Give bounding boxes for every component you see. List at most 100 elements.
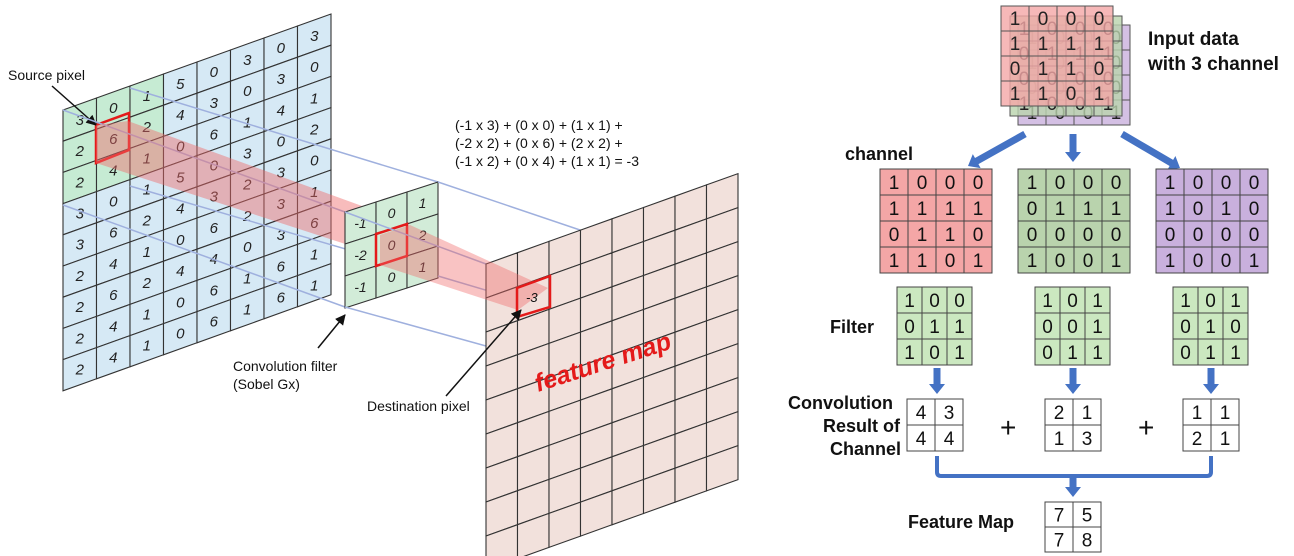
feature-map-grid <box>485 172 739 556</box>
result-2-value: 3 <box>1082 429 1093 450</box>
plus-sign-1: + <box>1000 412 1016 443</box>
filter-label-arrow <box>317 314 346 349</box>
source-value: 2 <box>75 361 85 378</box>
channel-3-cell <box>1155 168 1185 196</box>
filter-3-value: 0 <box>1180 317 1191 338</box>
source-value: 0 <box>243 239 252 256</box>
feature-map-result-cell <box>1072 526 1102 553</box>
result-1-value: 3 <box>944 403 955 424</box>
feature-map-cell <box>705 444 739 492</box>
filter-1-value: 0 <box>954 291 965 312</box>
feature-map-result-cell <box>1044 526 1074 553</box>
channel-3-value: 0 <box>1165 225 1176 246</box>
channel-3-cell <box>1239 168 1269 196</box>
source-value: 0 <box>210 64 219 81</box>
source-value: 6 <box>109 225 118 242</box>
source-value: 4 <box>176 107 184 124</box>
channel-2-value: 0 <box>1083 225 1094 246</box>
filter-2-cell <box>1084 338 1111 366</box>
channel-3-value: 1 <box>1165 251 1176 272</box>
channel-1-cell <box>879 246 909 274</box>
source-value: 1 <box>243 301 251 318</box>
channel-2-value: 0 <box>1055 173 1066 194</box>
channel-3-cell <box>1239 246 1269 274</box>
source-value: 0 <box>176 232 185 249</box>
result-2-value: 2 <box>1054 403 1065 424</box>
destination-pixel-label: Destination pixel <box>367 398 470 414</box>
arrow-to-result-2 <box>1065 368 1081 394</box>
source-value: 3 <box>76 205 85 222</box>
source-value: 4 <box>176 263 184 280</box>
feature-map-label: Feature Map <box>908 512 1014 532</box>
channel-1-cell <box>935 246 965 274</box>
source-pixel-label: Source pixel <box>8 67 85 83</box>
channel-2-cell <box>1101 168 1131 196</box>
channel-1-value: 0 <box>945 251 956 272</box>
result-bracket <box>935 456 1213 478</box>
filter-3-cell <box>1222 338 1249 366</box>
source-value: 4 <box>176 201 184 218</box>
source-value: 3 <box>243 145 252 162</box>
filter-value: 1 <box>419 195 427 211</box>
source-value: 0 <box>277 133 286 150</box>
channel-3-value: 1 <box>1249 251 1260 272</box>
source-value: 4 <box>109 256 117 273</box>
equation-line-2: (-2 x 2) + (0 x 6) + (2 x 2) + <box>455 135 623 151</box>
source-value: 1 <box>310 90 318 107</box>
channel-1-value: 1 <box>889 251 900 272</box>
source-value: 2 <box>309 121 319 138</box>
channel-1-cell <box>879 168 909 196</box>
source-cell <box>296 262 332 308</box>
result-3-cell <box>1210 424 1240 452</box>
input-stack-value: 1 <box>1010 9 1021 30</box>
channel-1-cell <box>907 246 937 274</box>
filter-1-value: 1 <box>954 317 965 338</box>
channel-2-cell <box>1045 168 1075 196</box>
filter-2-cell <box>1084 312 1111 340</box>
input-stack-cell <box>1084 5 1114 32</box>
channel-1-cell <box>963 246 993 274</box>
input-stack-cell <box>1000 55 1030 82</box>
plus-sign-2: + <box>1138 412 1154 443</box>
channel-3-cell <box>1183 194 1213 222</box>
channel-3-value: 1 <box>1165 199 1176 220</box>
source-value: 2 <box>75 143 85 160</box>
filter-value: 1 <box>419 259 427 275</box>
arrow-to-channel-3 <box>1120 130 1180 170</box>
result-2-value: 1 <box>1082 403 1093 424</box>
filter-1-value: 0 <box>929 291 940 312</box>
filter-3-value: 1 <box>1180 291 1191 312</box>
result-3-value: 1 <box>1220 403 1231 424</box>
source-value: 4 <box>277 102 285 119</box>
input-data-title-2: with 3 channel <box>1147 54 1279 75</box>
channel-3-value: 0 <box>1249 225 1260 246</box>
input-stack-value: 0 <box>1094 9 1105 30</box>
input-stack-value: 1 <box>1010 34 1021 55</box>
channel-2-cell <box>1101 194 1131 222</box>
source-value: 6 <box>210 220 219 237</box>
feature-map-cell <box>485 523 519 556</box>
red-beam-front <box>380 225 548 310</box>
filter-2-cell <box>1059 338 1086 366</box>
channel-1-cell <box>963 168 993 196</box>
result-1-value: 4 <box>916 429 927 450</box>
source-value: 0 <box>277 40 286 57</box>
input-stack-value: 1 <box>1038 84 1049 105</box>
filter-value: 0 <box>388 237 396 253</box>
result-3-value: 2 <box>1192 429 1203 450</box>
filter-2-cell <box>1059 286 1086 314</box>
filter-3-value: 0 <box>1205 291 1216 312</box>
source-value: 1 <box>143 244 151 261</box>
channel-2-value: 0 <box>1055 225 1066 246</box>
filter-2-value: 0 <box>1067 317 1078 338</box>
convolution-filter-label: Convolution filter <box>233 358 338 374</box>
source-value: 5 <box>176 169 185 186</box>
arrow-to-channel-2 <box>1065 134 1081 162</box>
input-stack-cell <box>1000 30 1030 57</box>
source-value: 4 <box>109 318 117 335</box>
input-stack-cell <box>1084 80 1114 107</box>
filter-center-box <box>374 222 409 268</box>
filter-2-value: 1 <box>1042 291 1053 312</box>
source-value: 0 <box>176 325 185 342</box>
